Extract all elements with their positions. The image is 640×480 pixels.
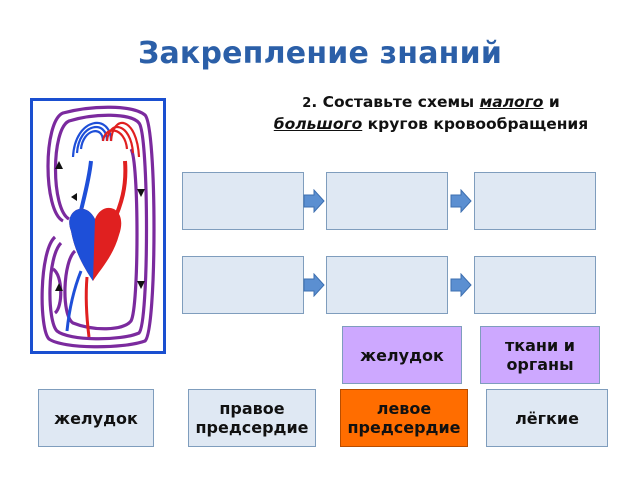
scheme-slot-6[interactable] <box>474 256 596 314</box>
task-text: 2. Составьте схемы малого и большого кру… <box>222 92 640 134</box>
scheme-slot-3[interactable] <box>474 172 596 230</box>
task-dot: . <box>311 93 323 111</box>
card-stomach-top[interactable]: желудок <box>342 326 462 384</box>
circulatory-system-diagram <box>30 98 166 354</box>
card-left-atrium[interactable]: левое предсердие <box>340 389 468 447</box>
card-right-atrium[interactable]: правое предсердие <box>188 389 316 447</box>
task-small-circle: малого <box>479 93 544 111</box>
circulation-illustration <box>33 101 163 351</box>
slide-title: Закрепление знаний <box>137 36 503 71</box>
arrow-right-icon <box>450 189 472 213</box>
scheme-slot-5[interactable] <box>326 256 448 314</box>
task-number: 2 <box>302 96 312 111</box>
task-part1: Составьте схемы <box>322 93 480 111</box>
task-large-circle: большого <box>273 115 363 133</box>
card-stomach-bottom[interactable]: желудок <box>38 389 154 447</box>
arrow-right-icon <box>450 273 472 297</box>
task-and: и <box>543 93 560 111</box>
scheme-slot-1[interactable] <box>182 172 304 230</box>
scheme-slot-2[interactable] <box>326 172 448 230</box>
task-part2: кругов кровообращения <box>362 115 589 133</box>
scheme-slot-4[interactable] <box>182 256 304 314</box>
arrow-right-icon <box>303 273 325 297</box>
arrow-right-icon <box>303 189 325 213</box>
card-tissues-organs[interactable]: ткани и органы <box>480 326 600 384</box>
card-lungs[interactable]: лёгкие <box>486 389 608 447</box>
